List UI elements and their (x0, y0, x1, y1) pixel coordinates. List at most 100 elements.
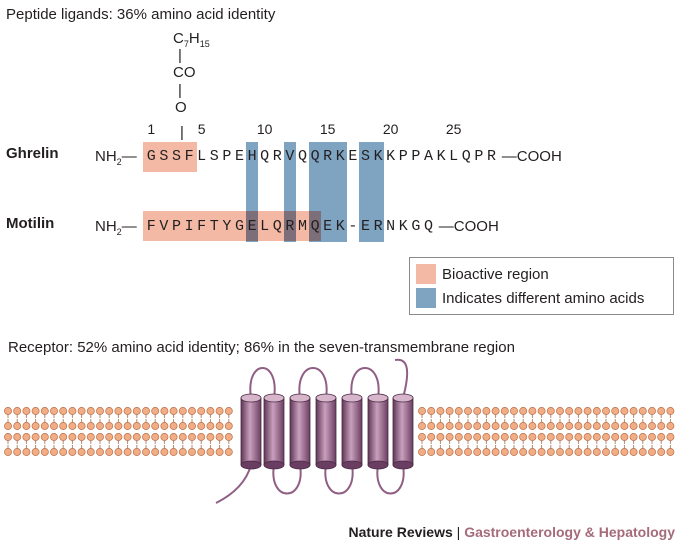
lipid-head (629, 448, 638, 456)
lipid-head (482, 422, 491, 430)
lipid-head (574, 407, 583, 415)
lipid-head (96, 407, 104, 415)
lipid-head (50, 407, 58, 415)
lipid-head (13, 433, 22, 441)
residue: K (398, 218, 408, 235)
lipid-head (188, 422, 196, 430)
lipid-head (178, 407, 187, 415)
lipid-head (454, 448, 463, 456)
lipid-head (40, 407, 49, 415)
lipid-head (482, 433, 491, 441)
lipid-head (188, 407, 196, 415)
lipid-head (86, 422, 95, 430)
lipid-head (592, 407, 601, 415)
acyl-oxygen: O (175, 99, 187, 116)
lipid-head (473, 407, 482, 415)
residue: E (247, 218, 257, 235)
overlap-region-box (283, 211, 297, 241)
lipid-head (565, 433, 574, 441)
transmembrane-helix (341, 393, 363, 470)
transmembrane-helix (392, 393, 414, 470)
lipid-head (418, 448, 426, 456)
motilin-c-terminus: —COOH (438, 218, 499, 235)
lipid-head (620, 448, 629, 456)
lipid-head (197, 433, 206, 441)
residue: P (222, 148, 232, 165)
lipid-head (436, 433, 445, 441)
lipid-head (169, 433, 178, 441)
lipid-head (657, 448, 666, 456)
lipid-head (574, 433, 583, 441)
lipid-head (583, 407, 592, 415)
lipid-head (482, 448, 491, 456)
lipid-head (427, 422, 436, 430)
lipid-head (160, 407, 169, 415)
lipid-head (105, 448, 114, 456)
legend-swatch-bioactive (416, 264, 436, 284)
footer-journal: Gastroenterology & Hepatology (464, 524, 675, 540)
lipid-head (215, 448, 224, 456)
residue: R (486, 148, 496, 165)
lipid-head (620, 407, 629, 415)
lipid-head (638, 433, 647, 441)
lipid-head (188, 433, 196, 441)
lipid-head (583, 448, 592, 456)
footer-brand: Nature Reviews (348, 524, 453, 540)
lipid-head (114, 422, 123, 430)
lipid-head (4, 448, 12, 456)
lipid-head (160, 433, 169, 441)
lipid-head (638, 448, 647, 456)
residue: - (348, 218, 358, 235)
lipid-head (464, 422, 472, 430)
lipid-head (666, 448, 675, 456)
lipid-head (77, 407, 86, 415)
lipid-head (224, 407, 233, 415)
lipid-head (178, 422, 187, 430)
lipid-head (510, 422, 518, 430)
residue: R (323, 148, 333, 165)
ghrelin-nh-sub: 2 (116, 157, 122, 167)
lipid-head (629, 433, 638, 441)
lipid-head (537, 407, 546, 415)
lipid-head (473, 448, 482, 456)
motilin-nh: NH (95, 218, 117, 235)
position-number: 20 (382, 121, 399, 137)
lipid-head (454, 422, 463, 430)
lipid-head (648, 422, 656, 430)
lipid-head (142, 448, 150, 456)
residue: G (234, 218, 244, 235)
acyl-carbon: C (173, 30, 184, 47)
residue: S (171, 148, 181, 165)
lipid-head (611, 448, 620, 456)
lipid-head (491, 448, 500, 456)
lipid-head (22, 448, 31, 456)
lipid-head (473, 433, 482, 441)
lipid-head (68, 433, 77, 441)
lipid-head (40, 448, 49, 456)
residue: S (159, 148, 169, 165)
lipid-head (197, 422, 206, 430)
residue: G (411, 218, 421, 235)
residue: G (146, 148, 156, 165)
residue: R (285, 218, 295, 235)
lipid-head (13, 422, 22, 430)
residue: I (184, 218, 194, 235)
transmembrane-helix (289, 393, 311, 470)
lipid-head (22, 407, 31, 415)
lipid-head (556, 407, 564, 415)
lipid-head (491, 407, 500, 415)
lipid-head (519, 448, 528, 456)
lipid-head (31, 407, 40, 415)
motilin-n-terminus: NH2— (95, 218, 137, 237)
residue: V (159, 218, 169, 235)
lipid-head (565, 422, 574, 430)
lipid-head (574, 448, 583, 456)
residue: Q (310, 148, 320, 165)
lipid-head (206, 407, 215, 415)
footer-separator: | (456, 524, 461, 540)
lipid-head (500, 422, 509, 430)
lipid-head (86, 448, 95, 456)
lipid-head (445, 407, 454, 415)
receptor-loop (215, 464, 252, 504)
lipid-head (436, 448, 445, 456)
